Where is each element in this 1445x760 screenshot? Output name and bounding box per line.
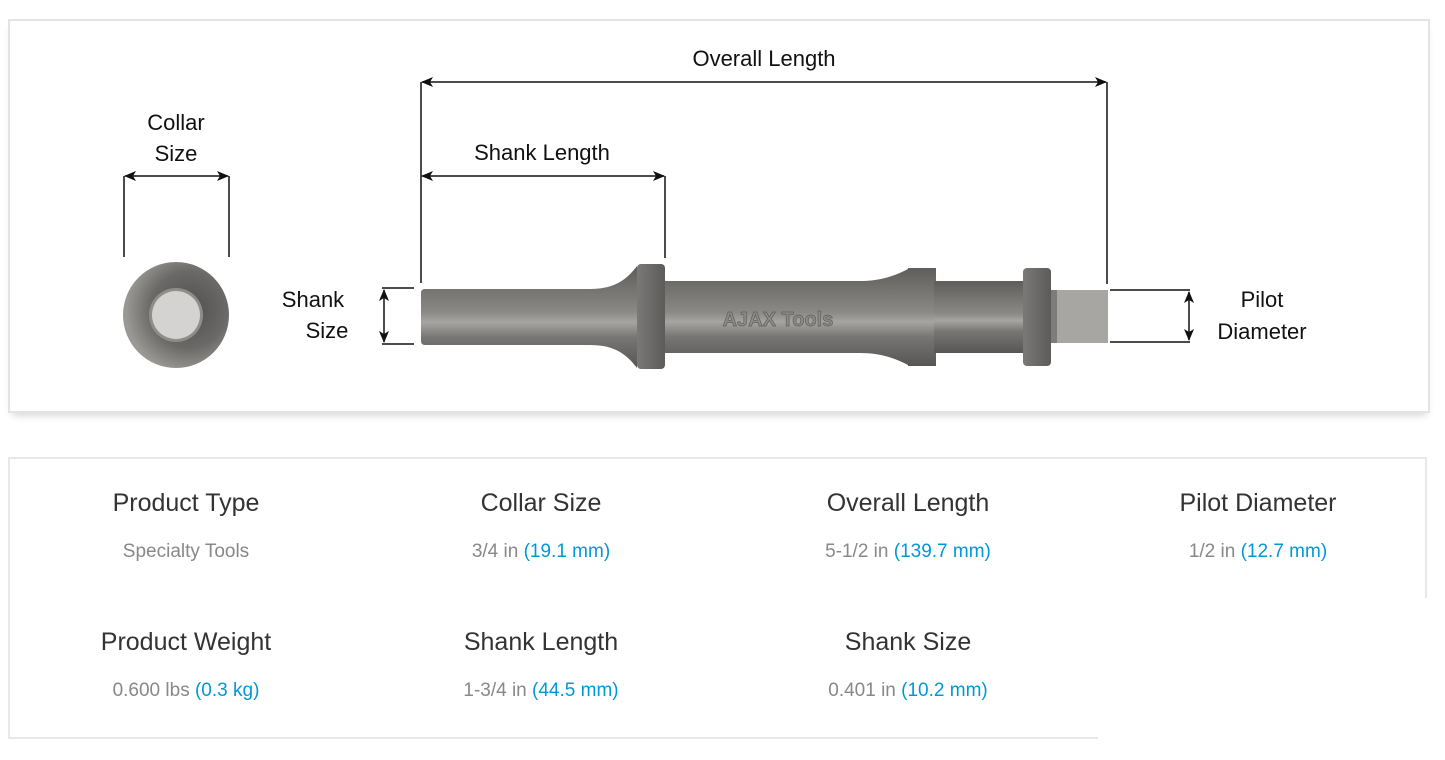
collar-size-label-line1: Collar xyxy=(147,110,204,135)
spec-label: Product Type xyxy=(112,489,260,517)
shank-size-label-line1: Shank xyxy=(282,287,345,312)
imperial-value: 3/4 in xyxy=(471,541,519,562)
pilot-diameter-label-line2: Diameter xyxy=(1217,319,1306,344)
shank-length-label: Shank Length xyxy=(474,140,610,165)
overall-length-annotation: Overall Length xyxy=(420,46,1108,284)
brand-mark: AJAX Tools xyxy=(723,309,834,331)
spec-product-type: Product Type Specialty Tools xyxy=(16,488,356,564)
collar-size-label-line2: Size xyxy=(155,141,198,166)
overall-length-label: Overall Length xyxy=(692,46,835,71)
metric-value: (12.7 mm) xyxy=(1240,541,1328,562)
spec-pilot-diameter: Pilot Diameter 1/2 in (12.7 mm) xyxy=(1088,488,1428,564)
shank-size-annotation: Shank Size xyxy=(282,287,414,345)
spec-overall-length: Overall Length 5-1/2 in (139.7 mm) xyxy=(738,488,1078,564)
imperial-value: 0.600 lbs xyxy=(112,680,190,701)
pilot-diameter-annotation: Pilot Diameter xyxy=(1110,287,1307,344)
imperial-value: 1/2 in xyxy=(1188,541,1236,562)
shank-length-annotation: Shank Length xyxy=(421,140,666,258)
spec-value: 1-3/4 in (44.5 mm) xyxy=(371,679,711,703)
specifications-table: Product Type Specialty Tools Collar Size… xyxy=(8,457,1428,739)
collar-end-view xyxy=(123,262,229,368)
imperial-value: Specialty Tools xyxy=(122,541,250,562)
collar-size-annotation: Collar Size xyxy=(123,110,230,257)
divider xyxy=(8,737,1098,739)
shank-size-label-line2: Size xyxy=(306,318,349,343)
spec-shank-length: Shank Length 1-3/4 in (44.5 mm) xyxy=(371,627,711,703)
spec-label: Collar Size xyxy=(480,489,602,517)
spec-collar-size: Collar Size 3/4 in (19.1 mm) xyxy=(371,488,711,564)
tool-dimension-diagram: Collar Size Shank Size Overall Length xyxy=(123,46,1307,369)
spec-value: 5-1/2 in (139.7 mm) xyxy=(738,540,1078,564)
spec-shank-size: Shank Size 0.401 in (10.2 mm) xyxy=(738,627,1078,703)
spec-value: 0.401 in (10.2 mm) xyxy=(738,679,1078,703)
spec-value: 1/2 in (12.7 mm) xyxy=(1088,540,1428,564)
spec-label: Product Weight xyxy=(100,628,272,656)
metric-value: (139.7 mm) xyxy=(893,541,991,562)
metric-value: (10.2 mm) xyxy=(901,680,988,701)
spec-value: 0.600 lbs (0.3 kg) xyxy=(16,679,356,703)
spec-label: Shank Length xyxy=(463,628,619,656)
divider xyxy=(8,457,10,739)
tool-illustration: AJAX Tools xyxy=(421,264,1108,369)
spec-label: Overall Length xyxy=(826,489,990,517)
divider xyxy=(8,457,1427,459)
spec-value: Specialty Tools xyxy=(16,540,356,564)
metric-value: (44.5 mm) xyxy=(532,680,619,701)
pilot-diameter-label-line1: Pilot xyxy=(1241,287,1284,312)
metric-value: (19.1 mm) xyxy=(523,541,611,562)
spec-label: Pilot Diameter xyxy=(1179,489,1337,517)
imperial-value: 5-1/2 in xyxy=(825,541,889,562)
divider xyxy=(1425,457,1427,598)
imperial-value: 0.401 in xyxy=(828,680,896,701)
spec-label: Shank Size xyxy=(844,628,972,656)
metric-value: (0.3 kg) xyxy=(194,680,260,701)
imperial-value: 1-3/4 in xyxy=(463,680,527,701)
spec-product-weight: Product Weight 0.600 lbs (0.3 kg) xyxy=(16,627,356,703)
diagram-card: Collar Size Shank Size Overall Length xyxy=(8,19,1430,413)
spec-value: 3/4 in (19.1 mm) xyxy=(371,540,711,564)
